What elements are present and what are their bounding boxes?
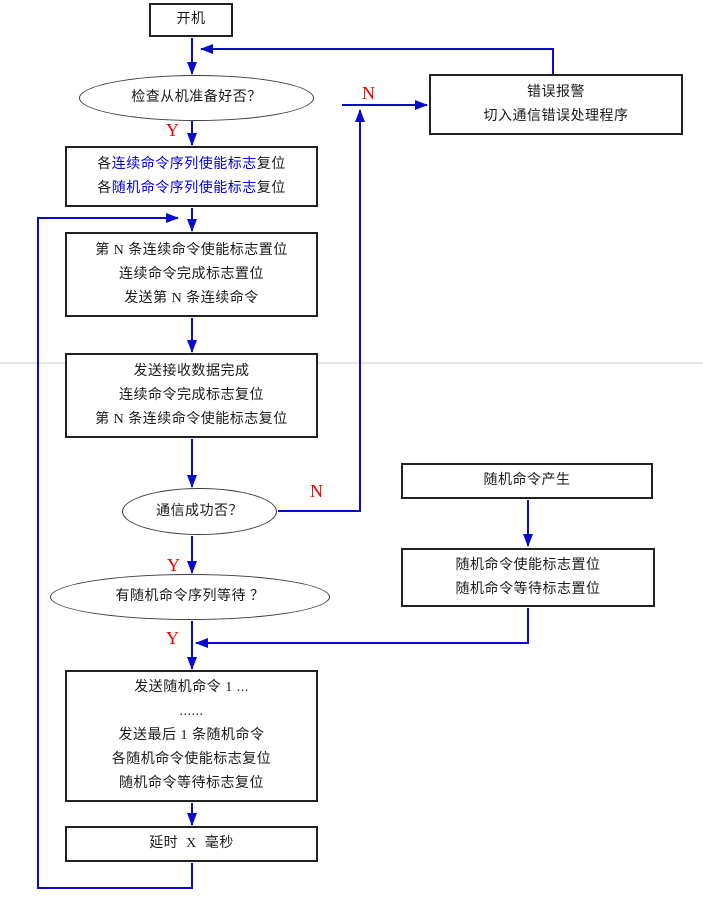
- send-random-line-5: 随机命令等待标志复位: [119, 776, 264, 791]
- watermark-streak: [0, 362, 703, 364]
- node-error-alarm: 错误报警 切入通信错误处理程序: [429, 74, 683, 135]
- node-check-slave-ready: 检查从机准备好否？: [79, 75, 314, 121]
- reset-flags-line-2: 各随机命令序列使能标志复位: [97, 177, 286, 201]
- node-random-generated-label: 随机命令产生: [483, 473, 571, 488]
- random-flags-line-2: 随机命令等待标志置位: [455, 581, 601, 597]
- node-random-wait-label: 有随机命令序列等待 ？: [115, 589, 265, 604]
- data-done-line-3: 第 N 条连续命令使能标志复位: [95, 411, 288, 427]
- branch-label-check-yes: Y: [166, 120, 179, 140]
- node-random-flags-set: 随机命令使能标志置位 随机命令等待标志置位: [401, 548, 655, 607]
- node-reset-enable-flags: 各连续命令序列使能标志复位 各随机命令序列使能标志复位: [65, 146, 318, 207]
- node-delay: 延时 X 毫秒: [65, 826, 318, 862]
- branch-label-randomwait-yes: Y: [166, 628, 179, 648]
- random-flags-line-1: 随机命令使能标志置位: [455, 557, 601, 573]
- send-nth-line-1: 第 N 条连续命令使能标志置位: [95, 242, 288, 258]
- connector-delay-loopback: [37, 213, 193, 889]
- send-random-line-1: 发送随机命令 1 ...: [134, 680, 249, 695]
- send-random-line-4: 各随机命令使能标志复位: [111, 752, 272, 767]
- connector-error-return: [200, 44, 554, 74]
- branch-label-check-no: N: [362, 83, 375, 103]
- send-nth-line-3: 发送第 N 条连续命令: [124, 290, 259, 306]
- node-data-transfer-done: 发送接收数据完成 连续命令完成标志复位 第 N 条连续命令使能标志复位: [65, 353, 318, 438]
- data-done-line-2: 连续命令完成标志复位: [119, 387, 264, 403]
- node-check-slave-label: 检查从机准备好否？: [131, 90, 262, 105]
- node-send-nth-command: 第 N 条连续命令使能标志置位 连续命令完成标志置位 发送第 N 条连续命令: [65, 232, 318, 317]
- reset-flags-line-2-post: 复位: [256, 180, 286, 196]
- node-comm-success-label: 通信成功否？: [156, 503, 243, 519]
- node-delay-label: 延时 X 毫秒: [149, 836, 234, 851]
- node-start-label: 开机: [176, 12, 206, 27]
- data-done-line-1: 发送接收数据完成: [133, 363, 250, 379]
- send-random-line-2: ......: [179, 704, 204, 719]
- reset-flags-line-1-em: 连续命令序列使能标志: [111, 156, 257, 172]
- connector-randomflags-to-main: [195, 608, 529, 648]
- branch-label-commok-yes: Y: [167, 555, 180, 575]
- reset-flags-line-1: 各连续命令序列使能标志复位: [97, 153, 286, 177]
- reset-flags-line-2-pre: 各: [97, 180, 112, 196]
- send-random-line-3: 发送最后 1 条随机命令: [118, 728, 265, 743]
- error-alarm-line-1: 错误报警: [527, 84, 585, 100]
- node-start: 开机: [149, 3, 233, 37]
- node-random-generated: 随机命令产生: [401, 463, 653, 499]
- connector-commok-no-up: [278, 109, 365, 512]
- branch-label-commok-no: N: [310, 481, 323, 501]
- reset-flags-line-2-em: 随机命令序列使能标志: [111, 180, 257, 196]
- error-alarm-line-2: 切入通信错误处理程序: [483, 108, 629, 124]
- reset-flags-line-1-post: 复位: [256, 156, 286, 172]
- reset-flags-line-1-pre: 各: [97, 156, 112, 172]
- node-random-wait: 有随机命令序列等待 ？: [50, 574, 330, 620]
- node-send-random-commands: 发送随机命令 1 ... ...... 发送最后 1 条随机命令 各随机命令使能…: [65, 670, 318, 802]
- send-nth-line-2: 连续命令完成标志置位: [119, 266, 264, 282]
- node-comm-success: 通信成功否？: [122, 488, 277, 535]
